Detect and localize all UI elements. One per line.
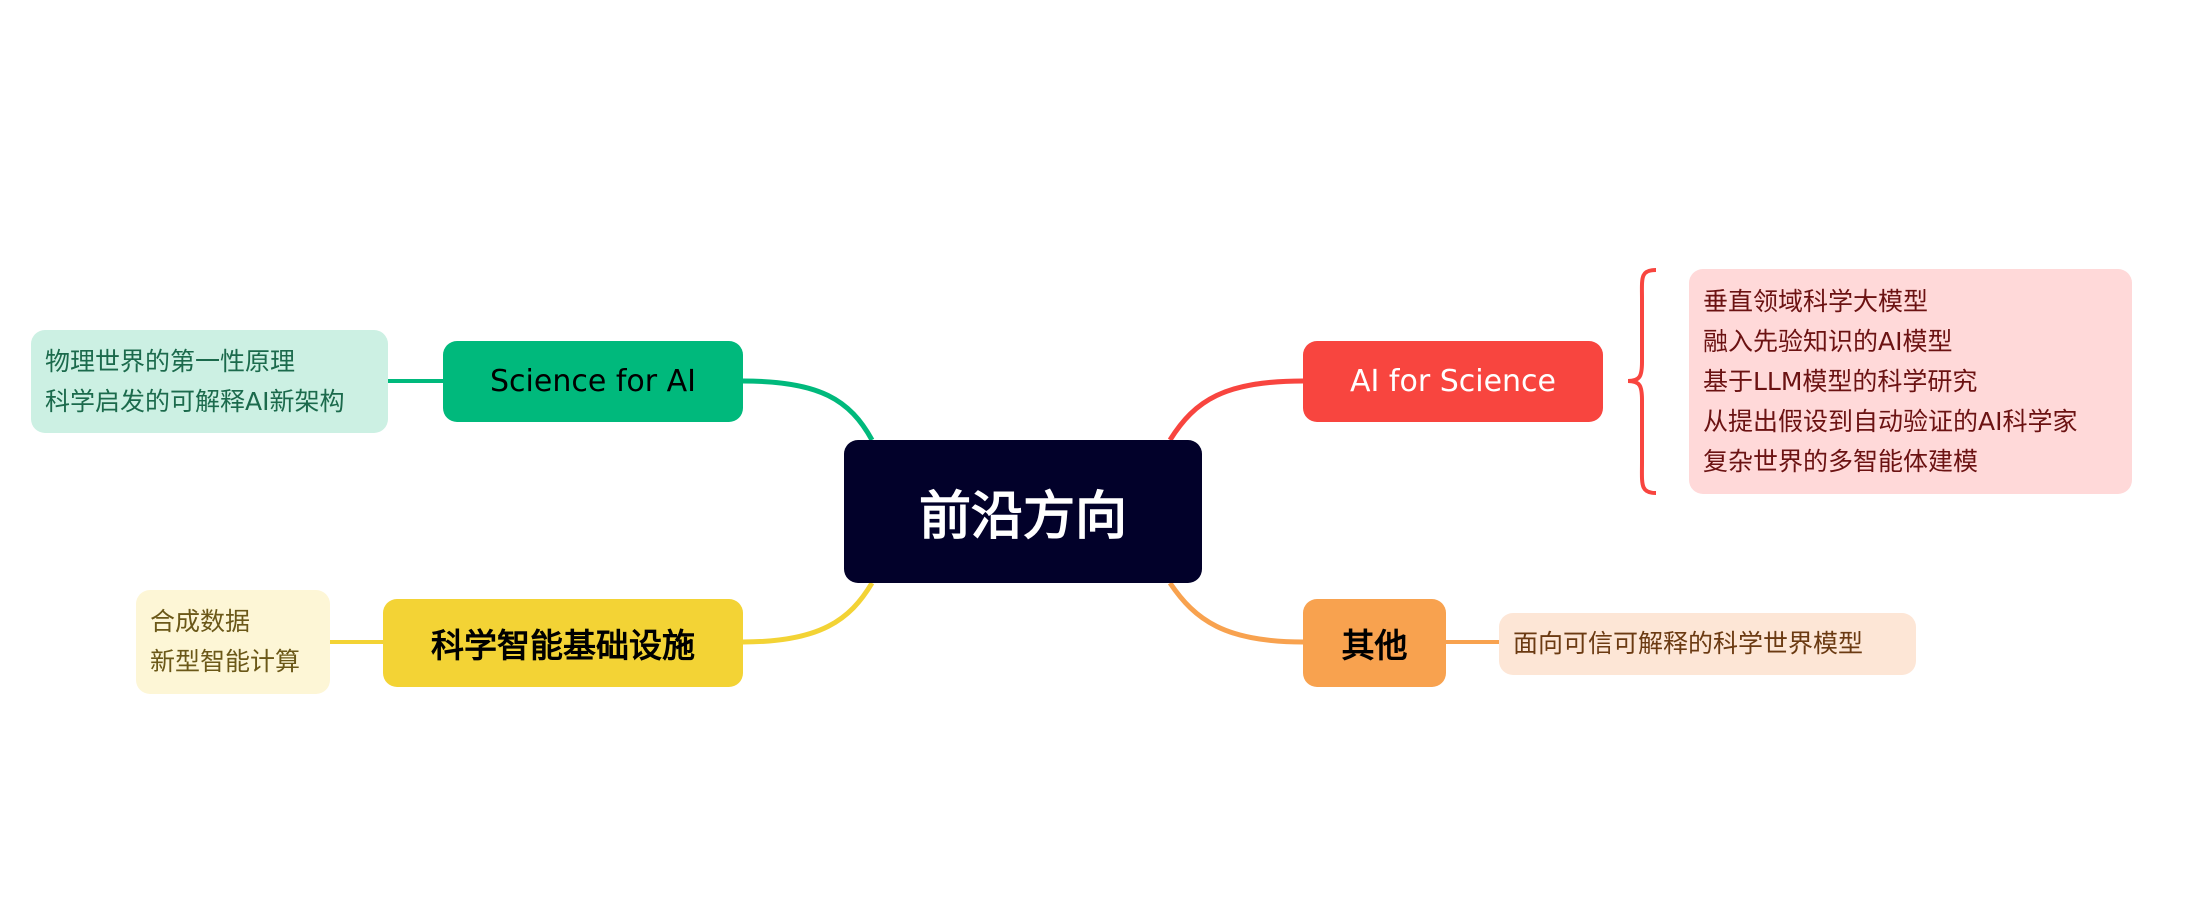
- leaf-item: 垂直领域科学大模型: [1703, 286, 1929, 316]
- leaf-item: 融入先验知识的AI模型: [1703, 326, 1953, 356]
- leaf-item: 新型智能计算: [150, 647, 301, 676]
- leaf-other[interactable]: 面向可信可解释的科学世界模型: [1499, 613, 1916, 675]
- branch-ai-for-science[interactable]: AI for Science: [1303, 341, 1603, 422]
- branch-science-for-ai[interactable]: Science for AI: [443, 341, 743, 422]
- leaf-item: 科学启发的可解释AI新架构: [45, 386, 345, 416]
- leaf-infrastructure[interactable]: 合成数据 新型智能计算: [136, 590, 330, 694]
- branch-label: AI for Science: [1350, 364, 1556, 399]
- brace-ai-for-science: [1627, 268, 1657, 495]
- center-label: 前沿方向: [918, 487, 1127, 547]
- connector-science-for-ai: [742, 378, 875, 442]
- branch-label: Science for AI: [490, 364, 696, 399]
- branch-infrastructure[interactable]: 科学智能基础设施: [383, 599, 743, 687]
- leaf-science-for-ai[interactable]: 物理世界的第一性原理 科学启发的可解释AI新架构: [31, 330, 388, 433]
- leaf-item: 物理世界的第一性原理: [45, 346, 296, 376]
- branch-label: 其他: [1341, 626, 1408, 665]
- leaf-ai-for-science[interactable]: 垂直领域科学大模型 融入先验知识的AI模型 基于LLM模型的科学研究 从提出假设…: [1689, 269, 2132, 494]
- center-node[interactable]: 前沿方向: [844, 440, 1202, 583]
- connector-ai-for-science: [1167, 378, 1304, 442]
- leaf-item: 合成数据: [150, 607, 251, 636]
- leaf-item: 面向可信可解释的科学世界模型: [1513, 629, 1864, 658]
- leaf-item: 从提出假设到自动验证的AI科学家: [1703, 406, 2078, 436]
- branch-label: 科学智能基础设施: [431, 626, 695, 665]
- leaf-item: 基于LLM模型的科学研究: [1703, 366, 1978, 396]
- connector-infrastructure: [742, 581, 875, 645]
- connector-other: [1167, 581, 1304, 645]
- branch-other[interactable]: 其他: [1303, 599, 1446, 687]
- leaf-item: 复杂世界的多智能体建模: [1703, 446, 1979, 476]
